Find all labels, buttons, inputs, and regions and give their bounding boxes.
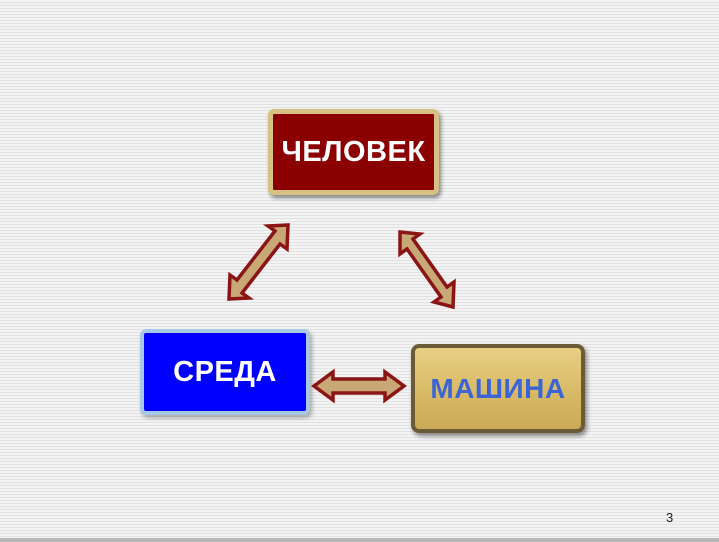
node-environment: СРЕДА <box>140 329 310 415</box>
node-human: ЧЕЛОВЕК <box>268 109 439 195</box>
arrow-environment-machine <box>311 368 407 404</box>
node-environment-label: СРЕДА <box>173 355 277 388</box>
node-machine: МАШИНА <box>411 344 585 433</box>
arrow-human-machine <box>398 230 456 310</box>
page-number: 3 <box>666 510 674 525</box>
slide-bottom-border <box>0 538 719 542</box>
node-machine-label: МАШИНА <box>430 372 566 404</box>
arrow-environment-human <box>227 223 290 301</box>
node-human-label: ЧЕЛОВЕК <box>281 135 426 168</box>
